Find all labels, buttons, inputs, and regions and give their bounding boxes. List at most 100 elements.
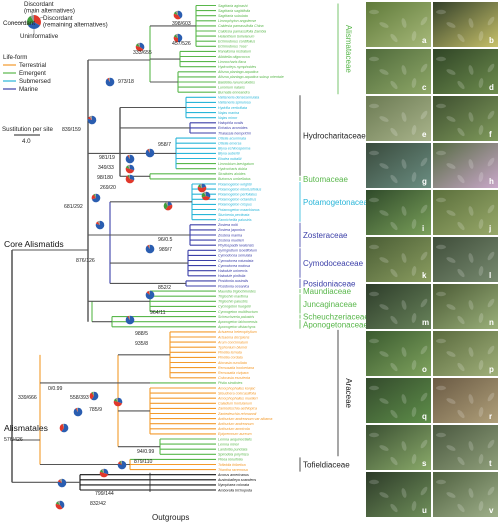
taxon-label: Zostera japonica (217, 228, 245, 232)
photo-panel-t: t (433, 425, 498, 470)
legend: Discordant(main alternatives) Discordant… (2, 1, 108, 145)
taxon-label: Alocasia cucullata (217, 361, 247, 365)
support-s11: 681/292 (64, 204, 83, 210)
taxon-label: Echinodorus cordifolius (218, 40, 255, 44)
photo-label-k: k (422, 271, 427, 280)
taxon-label: Limnophyton angolense (218, 19, 256, 23)
taxon-label: Nymphaea colorata (218, 483, 249, 487)
lifeform-label-emergent: Emergent (19, 70, 46, 77)
tree-branches (11, 4, 216, 491)
taxon-label: Najas marina (218, 111, 239, 115)
photo-panel-n: n (433, 284, 498, 329)
taxon-label: Colocasia esculenta (218, 376, 250, 380)
photo-panel-d: d (433, 49, 498, 94)
lifeform-label-terrestrial: Terrestrial (19, 62, 46, 69)
taxon-label: Enhalus acoroides (218, 126, 248, 130)
lifeform-title: Life-form (3, 54, 27, 61)
taxon-label: Blyxa echinosperma (218, 147, 250, 151)
scale-label: Sustitution per site (2, 126, 53, 133)
taxon-label: Najas minor (218, 116, 238, 120)
support-labels: 398/603 457/526 333/655 973/18 839/159 9… (4, 21, 191, 507)
family-potamogetonaceae: Potamogetonaceae (303, 198, 373, 207)
support-s13: 989/7 (159, 247, 172, 253)
support-s27: 832/42 (90, 501, 106, 507)
support-s15: 852/2 (158, 285, 171, 291)
photo-panel-u: u (366, 472, 431, 517)
photo-panel-e: e (366, 96, 431, 141)
taxon-label: Caldesia parnassifolia Zambia (218, 29, 266, 33)
taxon-label: Steudnera colocasiifolia (218, 391, 256, 395)
taxon-label: Remusatia hookeriana (218, 366, 254, 370)
taxon-label: Echinodorus 'rose' (218, 45, 248, 49)
taxon-label: Tofieldia thibetica (218, 463, 246, 467)
scale-value: 4.0 (22, 138, 31, 145)
taxon-label: Zostera marina (217, 233, 242, 237)
support-pies (55, 10, 211, 510)
taxon-label: Acorus americanus (217, 473, 249, 477)
taxon-label: Caldesia parnassifolia China (218, 24, 264, 28)
support-s14: 876/126 (76, 258, 95, 264)
legend-uninformative: Uninformative (20, 33, 59, 40)
taxon-label: Amorphophallus muelleri (217, 397, 258, 401)
clade-core-alismatids: Core Alismatids (4, 239, 64, 249)
lifeform-label-submersed: Submersed (19, 78, 51, 85)
support-s25: 576/426 (4, 437, 23, 443)
family-hydrocharitaceae: Hydrocharitaceae (303, 132, 366, 141)
taxon-label: Thalassia hemprichii (218, 131, 251, 135)
photo-panel-b: b (433, 2, 498, 47)
support-s26: 799/144 (95, 491, 114, 497)
family-aponogetonaceae: Aponogetonaceae (303, 320, 369, 329)
photo-label-u: u (422, 506, 427, 515)
taxon-label: Zannichellia palustris (217, 218, 252, 222)
photo-label-o: o (422, 365, 427, 374)
support-s23: 94/0.99 (137, 449, 154, 455)
taxon-label: Cymodocea rotundata (218, 259, 253, 263)
taxon-label: Vallisneria denseserrulata (218, 96, 259, 100)
taxon-label: Scheuchzeria palustris (218, 315, 254, 319)
taxon-label: Elodea nuttallii (218, 157, 242, 161)
photo-label-h: h (489, 177, 494, 186)
taxon-label: Zostera muelleri (217, 238, 244, 242)
family-tofieldiaceae: Tofieldiaceae (303, 461, 350, 470)
taxon-label: Austrobaileya scandens (217, 478, 256, 482)
taxon-label: Phyllospadix iwatensis (218, 244, 254, 248)
photo-label-q: q (422, 412, 427, 421)
family-outgroups: Outgroups (152, 513, 189, 522)
lifeform-label-marine: Marine (19, 86, 38, 93)
taxon-label: Arum concinnatum (217, 340, 248, 344)
legend-discordant-main-text: Discordant(main alternatives) (24, 1, 75, 15)
taxon-label: Syringodium isoetifolium (218, 249, 257, 253)
taxon-label: Zantedeschia aethiopica (217, 407, 257, 411)
photo-panel-i: i (366, 190, 431, 235)
taxon-label: Triantha racemosa (218, 468, 248, 472)
photo-label-m: m (422, 318, 429, 327)
family-juncaginaceae: Juncaginaceae (303, 300, 357, 309)
support-s10: 269/20 (100, 185, 116, 191)
taxon-label: Butomus umbellatus (218, 177, 251, 181)
clade-alismatales: Alismatales (4, 423, 48, 433)
photo-panel-o: o (366, 331, 431, 376)
taxon-label: Halodule uninervis (218, 269, 248, 273)
taxon-label: Pistia stratiotes (218, 381, 243, 385)
taxon-label: Helanthium bolivianum (218, 34, 254, 38)
photo-label-g: g (422, 177, 427, 186)
taxon-label: Maundia triglochinoides (218, 289, 256, 293)
family-brackets: AlismataceaeHydrocharitaceaeButomaceaePo… (149, 3, 373, 492)
legend-discordant-remaining-text: Discordant(remaining alternatives) (43, 15, 108, 29)
taxon-label: Arisaema heterophyllum (217, 330, 257, 334)
photo-label-a: a (422, 36, 427, 45)
photo-label-j: j (488, 224, 491, 233)
taxon-label: Sagittaria subulata (218, 14, 248, 18)
photo-label-i: i (422, 224, 424, 233)
photo-label-n: n (489, 318, 494, 327)
taxon-label: Vallisneria spinulosa (218, 101, 251, 105)
family-alismataceae: Alismataceae (344, 25, 353, 74)
taxon-label: Burnatia enneandra (218, 91, 250, 95)
support-s16: 964/11 (150, 310, 166, 316)
taxon-label: Hydrilla verticillata (218, 106, 247, 110)
support-s2: 457/526 (172, 41, 191, 47)
taxon-label: Pinellia cordata (218, 356, 243, 360)
